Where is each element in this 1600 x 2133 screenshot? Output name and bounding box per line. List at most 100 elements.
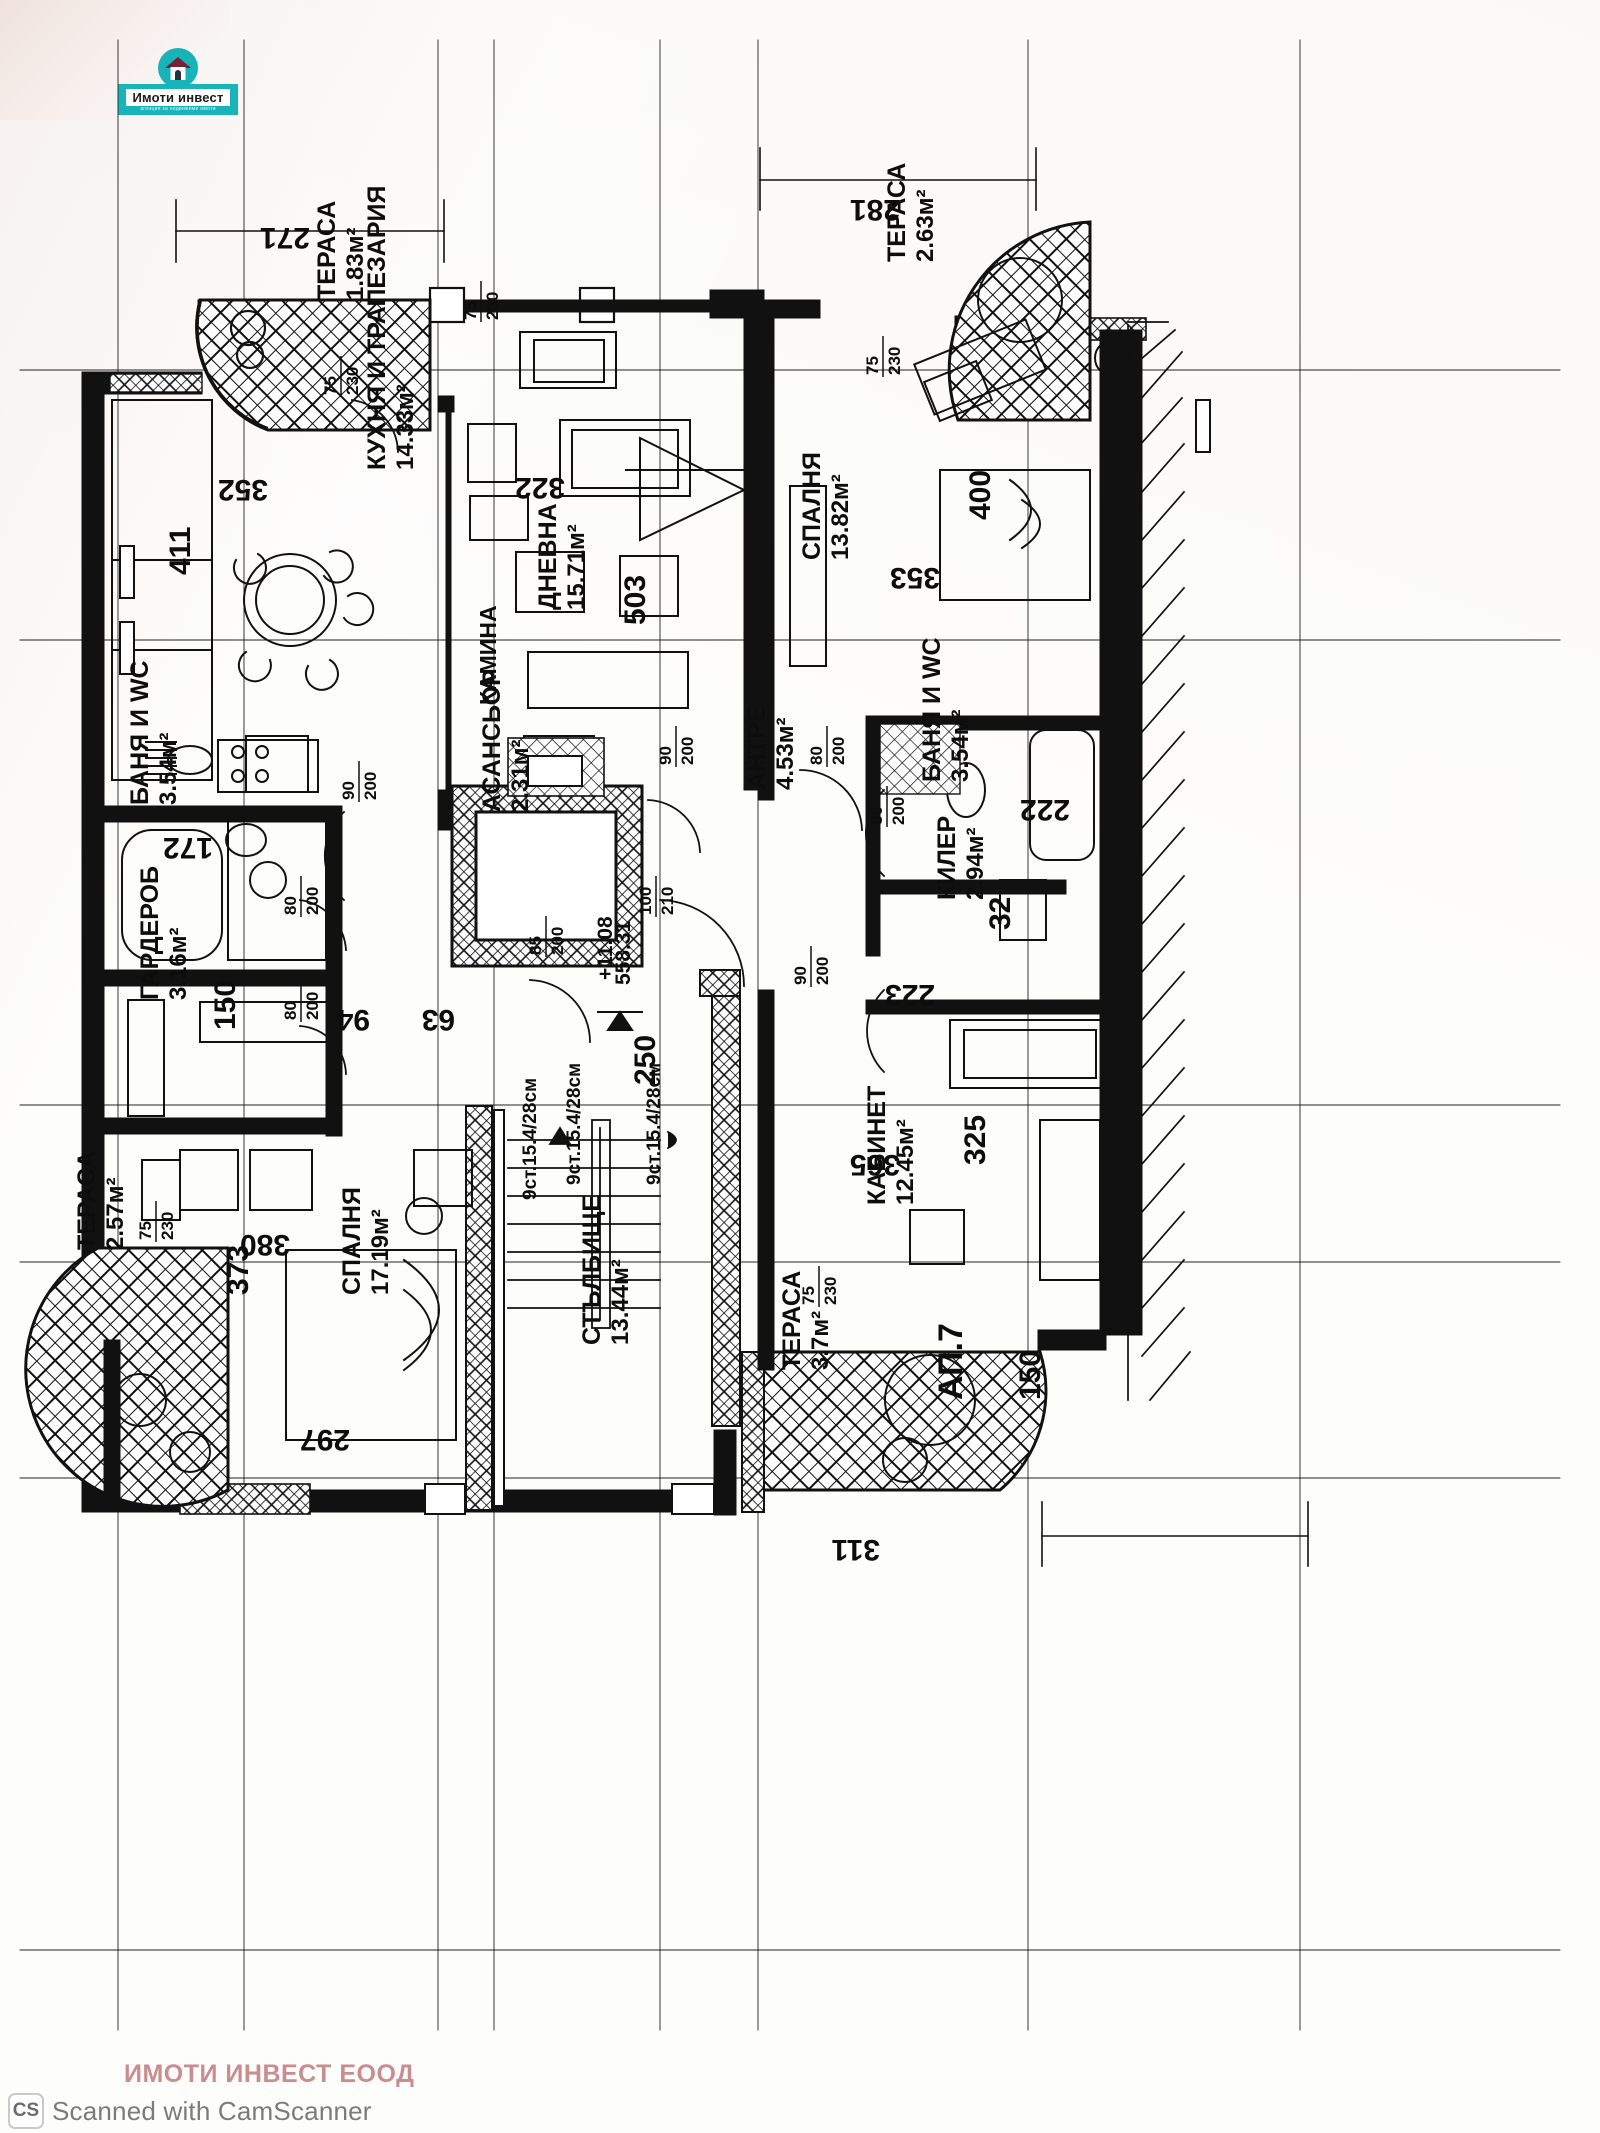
apartment-label: АП.7 [932,1323,970,1400]
dimension-7: 503 [619,575,652,625]
room-area: 17.19м² [367,1209,394,1295]
room-area: 13.82м² [827,474,854,560]
level-mark-1: 558.31 [612,920,635,985]
dimension-22: 311 [832,1533,880,1566]
room-area: 3.16м² [165,928,192,1000]
camscanner-text: Scanned with CamScanner [52,2095,372,2126]
door-shape [175,70,181,80]
dimension-15: 250 [629,1035,662,1085]
opening-height: 200 [678,737,697,765]
room-label-fireplace: КАМИНА [475,605,501,705]
room-name: КАМИНА [475,605,501,705]
opening-height: 200 [303,887,322,915]
opening-height: 230 [821,1277,840,1305]
opening-width: 90 [339,781,358,800]
room-area: 2.57м² [102,1178,129,1250]
opening-height: 200 [361,772,380,800]
opening-width: 80 [281,1001,300,1020]
opening-height: 200 [303,992,322,1020]
dimension-14: 150 [209,980,242,1030]
opening-width: 90 [791,966,810,985]
room-name: ГАРДЕРОБ [136,866,164,1000]
opening-width: 80 [281,896,300,915]
room-name: КИЛЕР [933,816,961,900]
dimension-18: 380 [240,1228,290,1261]
room-name: СТЪЛБИЩЕ [578,1195,606,1345]
brand-logo: Имоти инвест агенция за недвижими имоти [118,48,238,115]
room-area: 3.7м² [807,1311,834,1370]
dimension-2: 352 [218,473,268,506]
opening-width: 75 [136,1221,155,1240]
opening-height: 200 [829,737,848,765]
dimension-5: 400 [964,470,997,520]
dimension-20: 297 [300,1423,350,1456]
dimension-16: 365 [850,1148,900,1181]
room-area: 2.94м² [962,828,989,900]
opening-width: 90 [656,746,675,765]
room-name: ТЕРАСА [73,1151,101,1250]
room-name: СПАЛНЯ [798,452,826,560]
level-mark-0: +11.08 [594,916,617,980]
opening-height: 210 [658,887,677,915]
opening-width: 80 [807,746,826,765]
room-area: 12.45м² [892,1119,919,1205]
room-area: 4.53м² [772,718,799,790]
stair-note-0: 9ст.15.4/28см [520,1078,541,1200]
room-name: ТЕРАСА [778,1271,806,1370]
room-area: 1.83м² [342,228,369,300]
opening-height: 230 [483,292,502,320]
opening-height: 230 [885,347,904,375]
stair-note-1: 9ст.15.4/28см [564,1063,585,1185]
room-name: АНТРЕ [743,705,771,790]
dimension-3: 322 [515,471,565,504]
room-area: 2.63м² [912,190,939,262]
dimension-1: 281 [850,193,900,226]
room-name: КУХНЯ И ТРАПЕЗАРИЯ [363,186,391,470]
roof-shape [165,57,191,68]
dimension-13: 63 [422,1003,455,1036]
opening-height: 230 [343,367,362,395]
opening-height: 230 [158,1212,177,1240]
camscanner-badge: CS [8,2093,44,2129]
room-name: ТЕРАСА [313,201,341,300]
opening-height: 200 [813,957,832,985]
room-area: 13.44м² [607,1259,634,1345]
room-name: ТЕРАСА [883,163,911,262]
room-area: 14.33м² [392,384,419,470]
dimension-0: 271 [260,221,310,254]
opening-width: 75 [799,1286,818,1305]
dimension-8: 222 [1020,793,1070,826]
room-area: 3.54м² [947,710,974,782]
opening-width: 75 [321,376,340,395]
stair-note-2: 9ст.15.4/28см [644,1063,665,1185]
camscanner-watermark: CS Scanned with CamScanner [8,2093,372,2129]
opening-width: 75 [863,356,882,375]
room-name: БАНЯ И WC [918,637,946,782]
opening-height: 200 [889,797,908,825]
